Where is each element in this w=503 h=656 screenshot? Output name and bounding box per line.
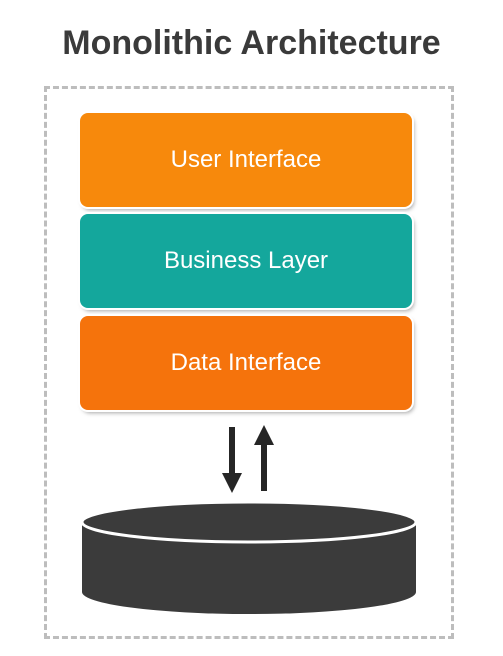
user-interface-layer: User Interface (80, 113, 412, 207)
user-interface-label: User Interface (170, 146, 322, 173)
data-interface-label: Data Interface (170, 349, 322, 376)
diagram-title: Monolithic Architecture (62, 24, 441, 62)
down-arrow-icon (222, 427, 242, 493)
business-layer-label: Business Layer (163, 247, 329, 274)
database-icon (80, 500, 418, 614)
data-interface-layer: Data Interface (80, 316, 412, 410)
monolith-boundary (44, 86, 454, 639)
up-arrow-icon (254, 425, 274, 491)
business-layer: Business Layer (80, 214, 412, 308)
up-down-arrows-icon (222, 425, 274, 493)
